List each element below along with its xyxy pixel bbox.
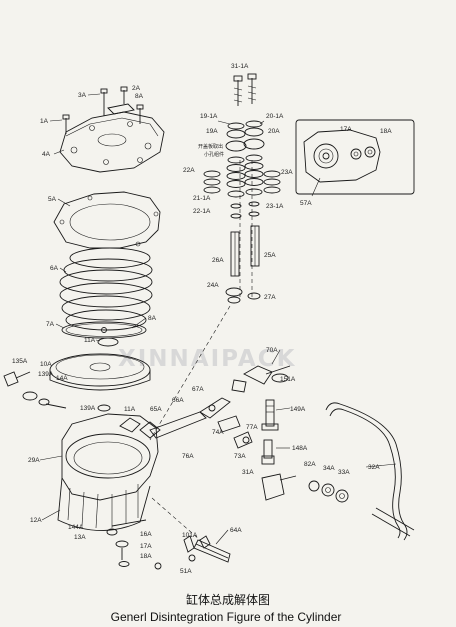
label-6a: 6A bbox=[50, 265, 59, 272]
label-8a-top: 8A bbox=[135, 93, 144, 100]
label-12a: 12A bbox=[30, 517, 42, 524]
label-76a: 76A bbox=[182, 453, 194, 460]
label-21-1a: 21-1A bbox=[193, 195, 211, 202]
label-82a: 82A bbox=[304, 461, 316, 468]
label-13a: 13A bbox=[74, 534, 86, 541]
label-3a: 3A bbox=[78, 92, 87, 99]
label-20-1a: 20-1A bbox=[266, 113, 284, 120]
label-18a-inset: 18A bbox=[380, 128, 392, 135]
part-labels: 31-1A 2A 3A 8A 1A 4A 19-1A 20-1A 19A 20A… bbox=[12, 63, 392, 575]
label-135a: 135A bbox=[12, 358, 28, 365]
label-1a: 1A bbox=[40, 118, 49, 125]
valve-stack bbox=[203, 73, 281, 304]
piston-10a bbox=[49, 353, 151, 391]
assembly-guide-lines bbox=[149, 160, 253, 541]
label-16a: 16A bbox=[140, 531, 152, 538]
nuts-82a-34a-33a bbox=[308, 480, 349, 503]
label-2a: 2A bbox=[132, 85, 141, 92]
leader-lines bbox=[39, 93, 397, 545]
hose-32a bbox=[325, 402, 415, 541]
label-32a: 32A bbox=[368, 464, 380, 471]
label-66a: 66A bbox=[172, 397, 184, 404]
label-139a: 139A bbox=[38, 371, 54, 378]
label-18a-b: 18A bbox=[140, 553, 152, 560]
label-25a: 25A bbox=[264, 252, 276, 259]
label-26a: 26A bbox=[212, 257, 224, 264]
label-34a: 34A bbox=[323, 465, 335, 472]
label-144a: 144A bbox=[68, 524, 84, 531]
label-4a: 4A bbox=[42, 151, 51, 158]
label-29a: 29A bbox=[28, 457, 40, 464]
o-ring-7a bbox=[61, 321, 147, 347]
label-22-1a: 22-1A bbox=[193, 208, 211, 215]
watermark-text: XINNAIPACK bbox=[118, 346, 296, 372]
small-parts-stack bbox=[106, 519, 196, 570]
label-23-1a: 23-1A bbox=[266, 203, 284, 210]
label-24a: 24A bbox=[207, 282, 219, 289]
valve-149a bbox=[261, 399, 279, 431]
valve-148a bbox=[261, 439, 275, 465]
chinese-note-2: 小孔组件 bbox=[204, 151, 224, 158]
label-67a: 67A bbox=[192, 386, 204, 393]
label-33a: 33A bbox=[338, 469, 350, 476]
label-27a: 27A bbox=[264, 294, 276, 301]
label-11a-b: 11A bbox=[124, 406, 136, 413]
label-20a: 20A bbox=[268, 128, 280, 135]
label-19-1a: 19-1A bbox=[200, 113, 218, 120]
label-17a-b: 17A bbox=[140, 543, 152, 550]
label-31-1a: 31-1A bbox=[231, 63, 249, 70]
label-139a-b: 139A bbox=[80, 405, 96, 412]
fitting-73a-77a bbox=[217, 415, 253, 449]
label-73a: 73A bbox=[234, 453, 246, 460]
spring-6a bbox=[59, 247, 153, 331]
label-7a: 7A bbox=[46, 321, 55, 328]
label-64a: 64A bbox=[230, 527, 242, 534]
label-23a: 23A bbox=[281, 169, 293, 176]
cylinder-body-12a bbox=[57, 413, 161, 531]
label-17a-inset: 17A bbox=[340, 126, 352, 133]
label-77a: 77A bbox=[246, 424, 258, 431]
fitting-65a-67a bbox=[149, 397, 231, 439]
label-65a: 65A bbox=[150, 406, 162, 413]
label-22a: 22A bbox=[183, 167, 195, 174]
label-148a: 148A bbox=[292, 445, 308, 452]
washers-14a-139a bbox=[22, 391, 111, 412]
fitting-70a-151a bbox=[231, 365, 291, 393]
label-11a-mid: 11A bbox=[84, 337, 96, 344]
label-14a: 14A bbox=[56, 375, 68, 382]
caption-english: Generl Disintegration Figure of the Cyli… bbox=[111, 610, 342, 624]
cover-plate-4a bbox=[59, 86, 165, 173]
label-19a: 19A bbox=[206, 128, 218, 135]
gasket-5a bbox=[53, 191, 161, 249]
label-101a: 101A bbox=[182, 532, 198, 539]
label-5a: 5A bbox=[48, 196, 57, 203]
label-31a: 31A bbox=[242, 469, 254, 476]
label-8a-mid: 8A bbox=[148, 315, 157, 322]
label-51a: 51A bbox=[180, 568, 192, 575]
label-57a: 57A bbox=[300, 200, 312, 207]
caption-chinese: 缸体总成解体图 bbox=[186, 592, 270, 607]
inset-detail-57a bbox=[295, 119, 415, 195]
elbow-31a bbox=[261, 473, 297, 501]
label-151a: 151A bbox=[280, 376, 296, 383]
label-70a: 70A bbox=[266, 347, 278, 354]
label-10a: 10A bbox=[40, 361, 52, 368]
chinese-note-1: 开盖板取出 bbox=[198, 143, 223, 150]
label-149a: 149A bbox=[290, 406, 306, 413]
bolt-64a bbox=[193, 535, 231, 563]
label-74a: 74A bbox=[212, 429, 224, 436]
bolt-135a bbox=[3, 371, 31, 387]
